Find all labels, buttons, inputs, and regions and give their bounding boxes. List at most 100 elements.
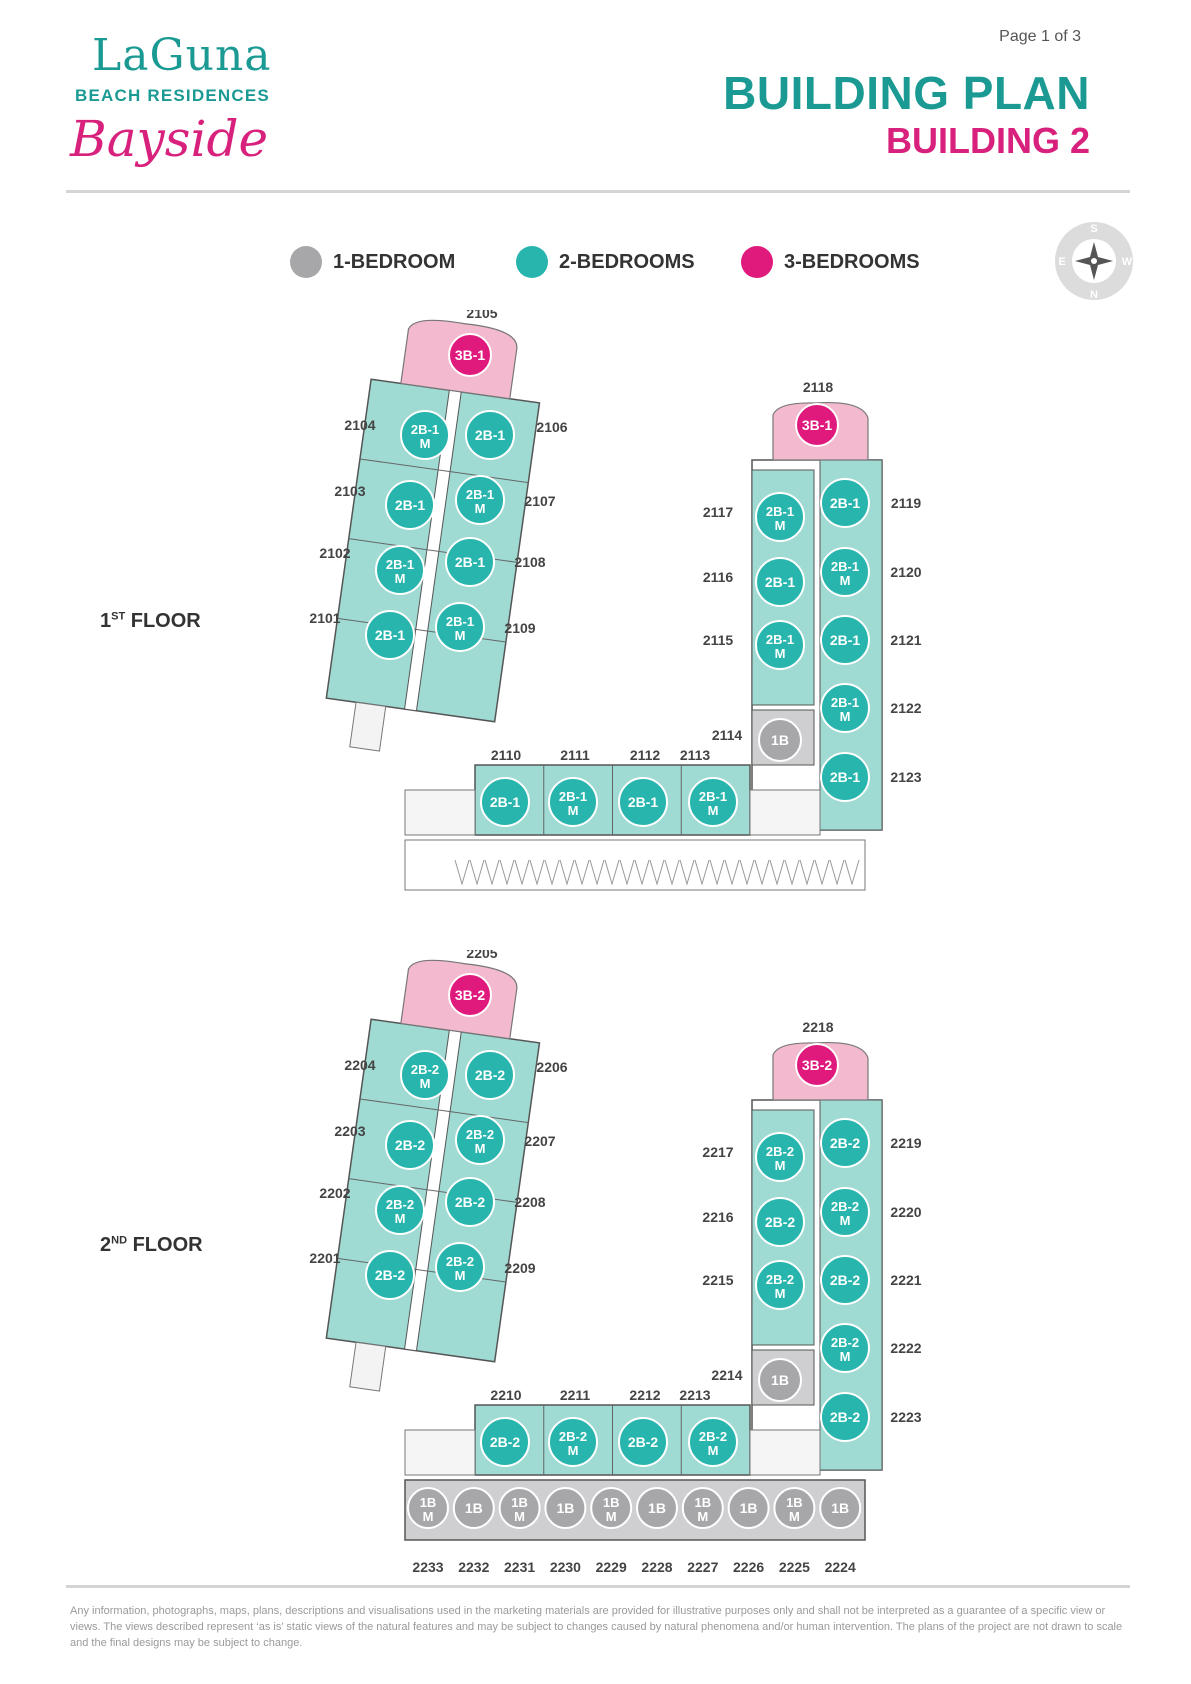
unit-type-circle xyxy=(365,610,415,660)
unit-type-label: 3B-2 xyxy=(802,1057,833,1073)
unit-type-label: 1B xyxy=(831,1500,849,1516)
unit-badge: 2B-2 xyxy=(820,1118,870,1168)
unit-type-label: 3B-2 xyxy=(455,987,486,1003)
unit-type-circle xyxy=(385,1120,435,1170)
unit-type-circle xyxy=(727,1487,770,1529)
unit-type-suffix: M xyxy=(775,518,786,533)
unit-type-circle xyxy=(820,1255,870,1305)
unit-badge: 1B xyxy=(758,1358,802,1402)
parking-bay xyxy=(604,859,620,886)
floor-1-number: 1 xyxy=(100,610,112,632)
unit-badge: 3B-1 xyxy=(795,403,839,447)
unit-badge: 1BM xyxy=(498,1487,541,1529)
unit-type-label: 1B xyxy=(556,1500,574,1516)
unit-badge: 2B-1M xyxy=(400,410,450,460)
unit-type-label: 1B xyxy=(465,1500,483,1516)
parking-bay xyxy=(769,859,785,886)
unit-type-label: 2B-1 xyxy=(455,554,486,570)
unit-number: 2232 xyxy=(458,1559,489,1575)
unit-number: 2115 xyxy=(703,632,734,648)
unit-type-label: 2B-2 xyxy=(411,1062,439,1077)
unit-badge: 1B xyxy=(452,1487,495,1529)
unit-number: 2204 xyxy=(344,1057,375,1073)
wing-partition xyxy=(359,458,529,484)
unit-number: 2119 xyxy=(891,495,922,511)
unit-type-suffix: M xyxy=(420,1076,431,1091)
unit-badge: 2B-1 xyxy=(820,478,870,528)
unit-number: 2230 xyxy=(550,1559,581,1575)
unit-badge: 1B xyxy=(819,1487,862,1529)
unit-badge: 2B-2M xyxy=(688,1417,738,1467)
unit-type-circle xyxy=(618,1417,668,1467)
unit-badge: 2B-2M xyxy=(755,1260,805,1310)
unit-type-circle xyxy=(755,620,805,670)
legend-dot-1bed xyxy=(290,246,322,278)
unit-badge: 1B xyxy=(544,1487,587,1529)
unit-badge: 2B-1M xyxy=(820,547,870,597)
floor-2-label: 2ND FLOOR xyxy=(100,1234,203,1257)
unit-badge: 2B-1 xyxy=(465,410,515,460)
unit-number: 2112 xyxy=(630,747,661,763)
unit-type-suffix: M xyxy=(840,1213,851,1228)
lobby-block xyxy=(404,1429,476,1476)
unit-type-circle xyxy=(773,1487,816,1529)
unit-type-label: 2B-1 xyxy=(395,497,426,513)
unit-type-label: 2B-2 xyxy=(830,1135,861,1151)
unit-badge: 2B-1 xyxy=(365,610,415,660)
unit-number: 2231 xyxy=(504,1559,535,1575)
parking-bay xyxy=(619,859,635,886)
unit-type-label: 2B-1 xyxy=(830,769,861,785)
unit-type-label: 2B-1 xyxy=(699,789,727,804)
parking-bay xyxy=(829,859,845,886)
unit-type-suffix: M xyxy=(775,646,786,661)
unit-type-circle xyxy=(400,410,450,460)
unit-badge: 2B-1 xyxy=(618,777,668,827)
unit-number: 2118 xyxy=(803,379,834,395)
floor-1-label: 1ST FLOOR xyxy=(100,610,201,633)
unit-type-label: 2B-2 xyxy=(559,1429,587,1444)
unit-type-label: 2B-2 xyxy=(466,1127,494,1142)
unit-badge: 2B-1 xyxy=(445,537,495,587)
unit-type-circle xyxy=(820,615,870,665)
unit-type-circle xyxy=(407,1487,449,1529)
unit-badge: 2B-2 xyxy=(480,1417,530,1467)
unit-badge: 2B-2M xyxy=(400,1050,450,1100)
compass-bottom-letter: N xyxy=(1090,289,1098,301)
unit-number: 2217 xyxy=(702,1144,733,1160)
unit-type-label: 2B-1 xyxy=(830,495,861,511)
unit-type-label: 2B-2 xyxy=(375,1267,406,1283)
unit-number: 2120 xyxy=(890,564,921,580)
unit-number: 2121 xyxy=(890,632,921,648)
unit-type-circle xyxy=(548,777,598,827)
unit-type-suffix: M xyxy=(568,1443,579,1458)
compass-right-letter: W xyxy=(1122,256,1133,268)
unit-number: 2205 xyxy=(466,950,497,961)
unit-type-label: 1B xyxy=(603,1495,620,1510)
unit-number: 2211 xyxy=(560,1387,591,1403)
unit-type-label: 1B xyxy=(771,1372,789,1388)
unit-type-label: 2B-1 xyxy=(831,559,859,574)
parking-bay xyxy=(724,859,740,886)
unit-badge: 3B-1 xyxy=(448,333,492,377)
unit-type-circle xyxy=(435,602,485,652)
unit-number: 2108 xyxy=(514,554,545,570)
floor-2-suffix: ND xyxy=(111,1234,128,1247)
unit-number: 2116 xyxy=(703,569,734,585)
unit-badge: 2B-2 xyxy=(385,1120,435,1170)
unit-type-label: 2B-1 xyxy=(490,794,521,810)
legend-label-1bed: 1-BEDROOM xyxy=(333,251,456,273)
unit-type-suffix: M xyxy=(395,1211,406,1226)
unit-badge: 2B-1M xyxy=(375,545,425,595)
unit-type-suffix: M xyxy=(775,1158,786,1173)
unit-type-label: 2B-2 xyxy=(831,1335,859,1350)
floor-2-word: FLOOR xyxy=(132,1234,203,1256)
unit-type-label: 1B xyxy=(420,1495,437,1510)
unit-number: 2111 xyxy=(560,747,590,763)
wing-partition xyxy=(359,1098,529,1124)
unit-type-label: 1B xyxy=(771,732,789,748)
unit-type-suffix: M xyxy=(475,501,486,516)
unit-number: 2114 xyxy=(712,727,743,743)
unit-type-circle xyxy=(636,1487,678,1529)
unit-number: 2202 xyxy=(319,1185,350,1201)
unit-type-label: 2B-1 xyxy=(766,632,794,647)
